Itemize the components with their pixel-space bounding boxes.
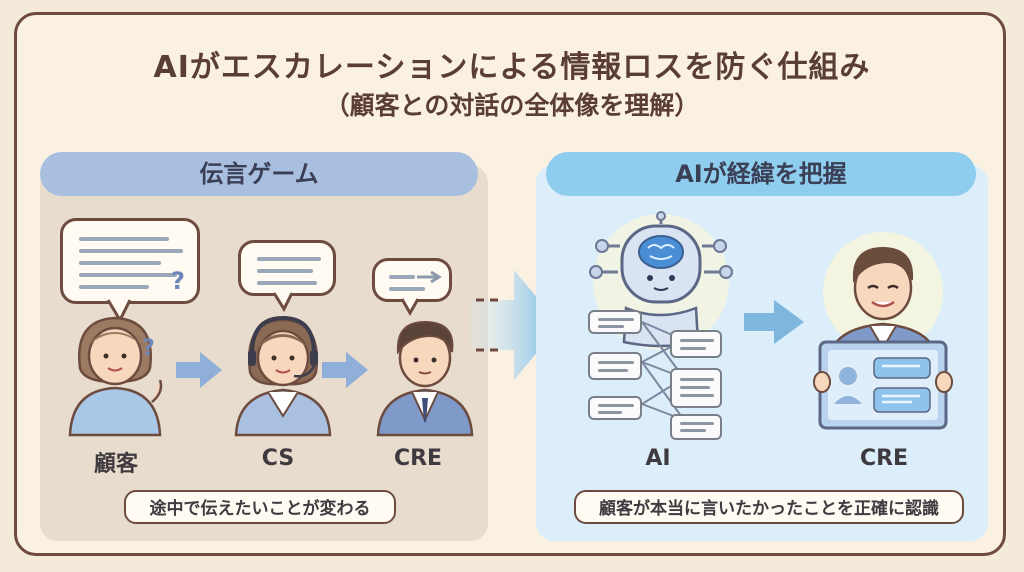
chat-log-box: [588, 352, 642, 380]
ai-network-lines: [641, 321, 685, 421]
customer-speech-bubble: ?: [60, 218, 200, 304]
arrow-icon: [417, 270, 442, 284]
customer-avatar: [68, 316, 163, 437]
right-note: 顧客が本当に言いたかったことを正確に認識: [574, 490, 964, 524]
left-note: 途中で伝えたいことが変わる: [124, 490, 396, 524]
chat-log-box: [588, 396, 642, 420]
customer-label: 顧客: [93, 452, 138, 477]
chat-log-box: [670, 330, 722, 358]
cre-with-screen-avatar: [813, 232, 953, 430]
page-subtitle: （顧客との対話の全体像を理解）: [324, 91, 700, 120]
page-title: AIがエスカレーションによる情報ロスを防ぐ仕組み: [153, 50, 871, 85]
cs-label: CS: [261, 446, 295, 471]
cre-label-right: CRE: [859, 446, 909, 471]
left-panel-header: 伝言ゲーム: [40, 152, 478, 196]
cs-speech-bubble: [238, 240, 336, 296]
chat-log-box: [670, 414, 722, 440]
chat-log-box: [670, 368, 722, 408]
chat-log-box: [588, 310, 642, 334]
arrow-icon: [744, 300, 804, 344]
bubble-tail: [272, 292, 294, 313]
cs-avatar: [234, 315, 332, 437]
arrow-icon: [322, 352, 368, 388]
cre-speech-bubble: [372, 258, 452, 302]
arrow-icon: [176, 352, 222, 388]
bubble-tail: [400, 298, 420, 317]
ai-label: AI: [645, 446, 671, 471]
right-panel-header: AIが経緯を把握: [546, 152, 976, 196]
transition-arrow-icon: [470, 270, 560, 380]
question-mark: ?: [171, 267, 185, 295]
cre-label-left: CRE: [393, 446, 443, 471]
question-mark: ?: [142, 336, 155, 361]
cre-avatar: [376, 320, 474, 437]
